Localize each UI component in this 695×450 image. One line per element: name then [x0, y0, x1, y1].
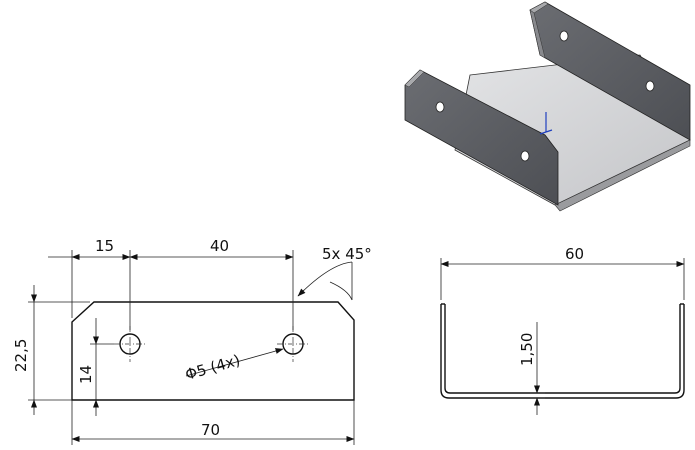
iso-hole — [645, 80, 655, 92]
dim-14-label: 14 — [77, 365, 95, 384]
dim-60-label: 60 — [565, 245, 584, 263]
dim-22-5-label: 22,5 — [12, 339, 30, 372]
dim-40-label: 40 — [210, 237, 229, 255]
side-view-outline-inner — [444, 304, 681, 394]
front-view-outline — [71, 301, 355, 401]
iso-base-edge — [554, 139, 691, 212]
dim-15-label: 15 — [95, 237, 114, 255]
iso-hole — [435, 101, 445, 113]
isometric-view — [404, 1, 691, 212]
iso-front-wall-top — [404, 69, 425, 88]
iso-back-wall-side — [529, 9, 546, 59]
side-view-outline-outer — [440, 304, 685, 399]
iso-hole — [559, 30, 569, 42]
dim-thickness-label: 1,50 — [518, 333, 536, 366]
front-view — [28, 250, 355, 445]
dim-chamfer-label: 5x 45° — [322, 245, 372, 263]
dim-70-label: 70 — [201, 421, 220, 439]
iso-hole — [520, 150, 530, 162]
side-view — [440, 258, 685, 415]
coordinate-triad — [539, 112, 553, 135]
hole-callout-label: Φ5 (4x) — [183, 351, 242, 384]
